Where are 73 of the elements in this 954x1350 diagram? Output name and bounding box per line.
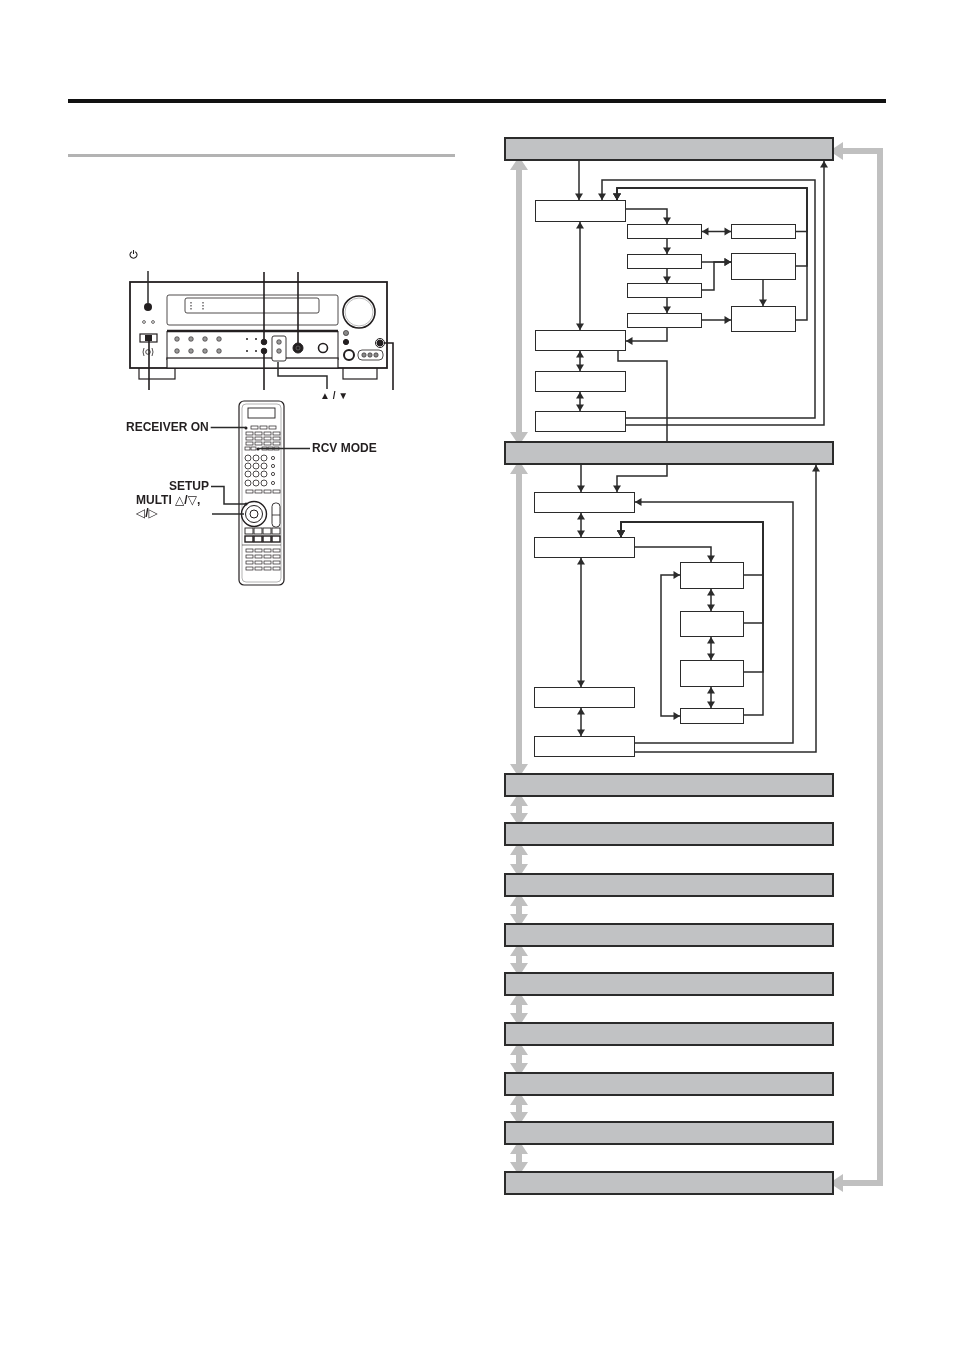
menu-box: [680, 660, 744, 687]
menu-box: [534, 736, 635, 757]
menu-box: [535, 411, 626, 432]
menu-box: [731, 306, 796, 332]
menu-band: [504, 972, 834, 996]
double-arrow: [660, 571, 681, 720]
double-arrow: [707, 636, 715, 661]
callout-label: RECEIVER ON: [126, 421, 209, 434]
double-arrow: [576, 391, 584, 412]
callout-label: ▲ / ▼: [320, 389, 349, 402]
arrow: [625, 208, 671, 225]
menu-box: [535, 330, 626, 351]
menu-band: [504, 1171, 834, 1195]
menu-band: [504, 1072, 834, 1096]
round-button: [144, 303, 152, 311]
menu-box: [534, 687, 635, 708]
double-arrow: [577, 512, 585, 538]
menu-box: [627, 254, 702, 269]
leader-line: [277, 361, 328, 390]
double-arrow: [701, 227, 732, 236]
arrow: [634, 546, 715, 563]
callout-label: SETUP: [169, 480, 209, 493]
menu-box: [627, 313, 702, 328]
menu-box: [627, 283, 702, 298]
connector-line: [617, 350, 668, 442]
menu-band: [504, 873, 834, 897]
arrow: [663, 297, 671, 314]
double-arrow: [707, 686, 715, 709]
double-arrow: [577, 707, 585, 737]
arrow: [663, 238, 671, 255]
arrow: [759, 279, 767, 307]
leader-line: [147, 270, 149, 304]
leader-line: [257, 447, 311, 450]
double-arrow: [707, 588, 715, 612]
menu-box: [534, 537, 635, 558]
menu-box: [680, 708, 744, 724]
menu-band: [504, 773, 834, 797]
menu-band: [504, 1121, 834, 1145]
double-arrow: [577, 557, 585, 688]
menu-band: [504, 1022, 834, 1046]
arrow: [613, 464, 668, 493]
menu-band: [504, 137, 834, 161]
power-icon: [129, 249, 138, 259]
menu-box: [534, 492, 635, 513]
arrow: [617, 521, 764, 716]
menu-box: [731, 253, 796, 280]
arrow: [625, 327, 668, 345]
menu-band: [504, 822, 834, 846]
arrow: [701, 258, 732, 291]
callout-label: RCV MODE: [312, 442, 377, 455]
arrow: [634, 498, 794, 744]
menu-band: [504, 923, 834, 947]
leader-line: [209, 426, 247, 429]
double-arrow: [576, 221, 584, 331]
arrow: [625, 160, 828, 426]
menu-band: [504, 441, 834, 465]
menu-box: [627, 224, 702, 239]
menu-box: [680, 611, 744, 637]
menu-box: [535, 200, 626, 222]
menu-box: [731, 224, 796, 239]
double-arrow: [576, 350, 584, 372]
arrow: [598, 179, 816, 419]
arrow: [701, 316, 732, 324]
arrow: [577, 464, 585, 493]
leader-line: [211, 513, 245, 515]
menu-box: [680, 562, 744, 589]
callout-label: MULTI △/▽, ◁/▷: [136, 494, 212, 520]
arrow: [663, 268, 671, 284]
menu-box: [535, 371, 626, 392]
arrow: [575, 160, 583, 201]
arrow: [613, 187, 808, 321]
leader-line: [210, 485, 247, 505]
arrow: [634, 464, 820, 753]
